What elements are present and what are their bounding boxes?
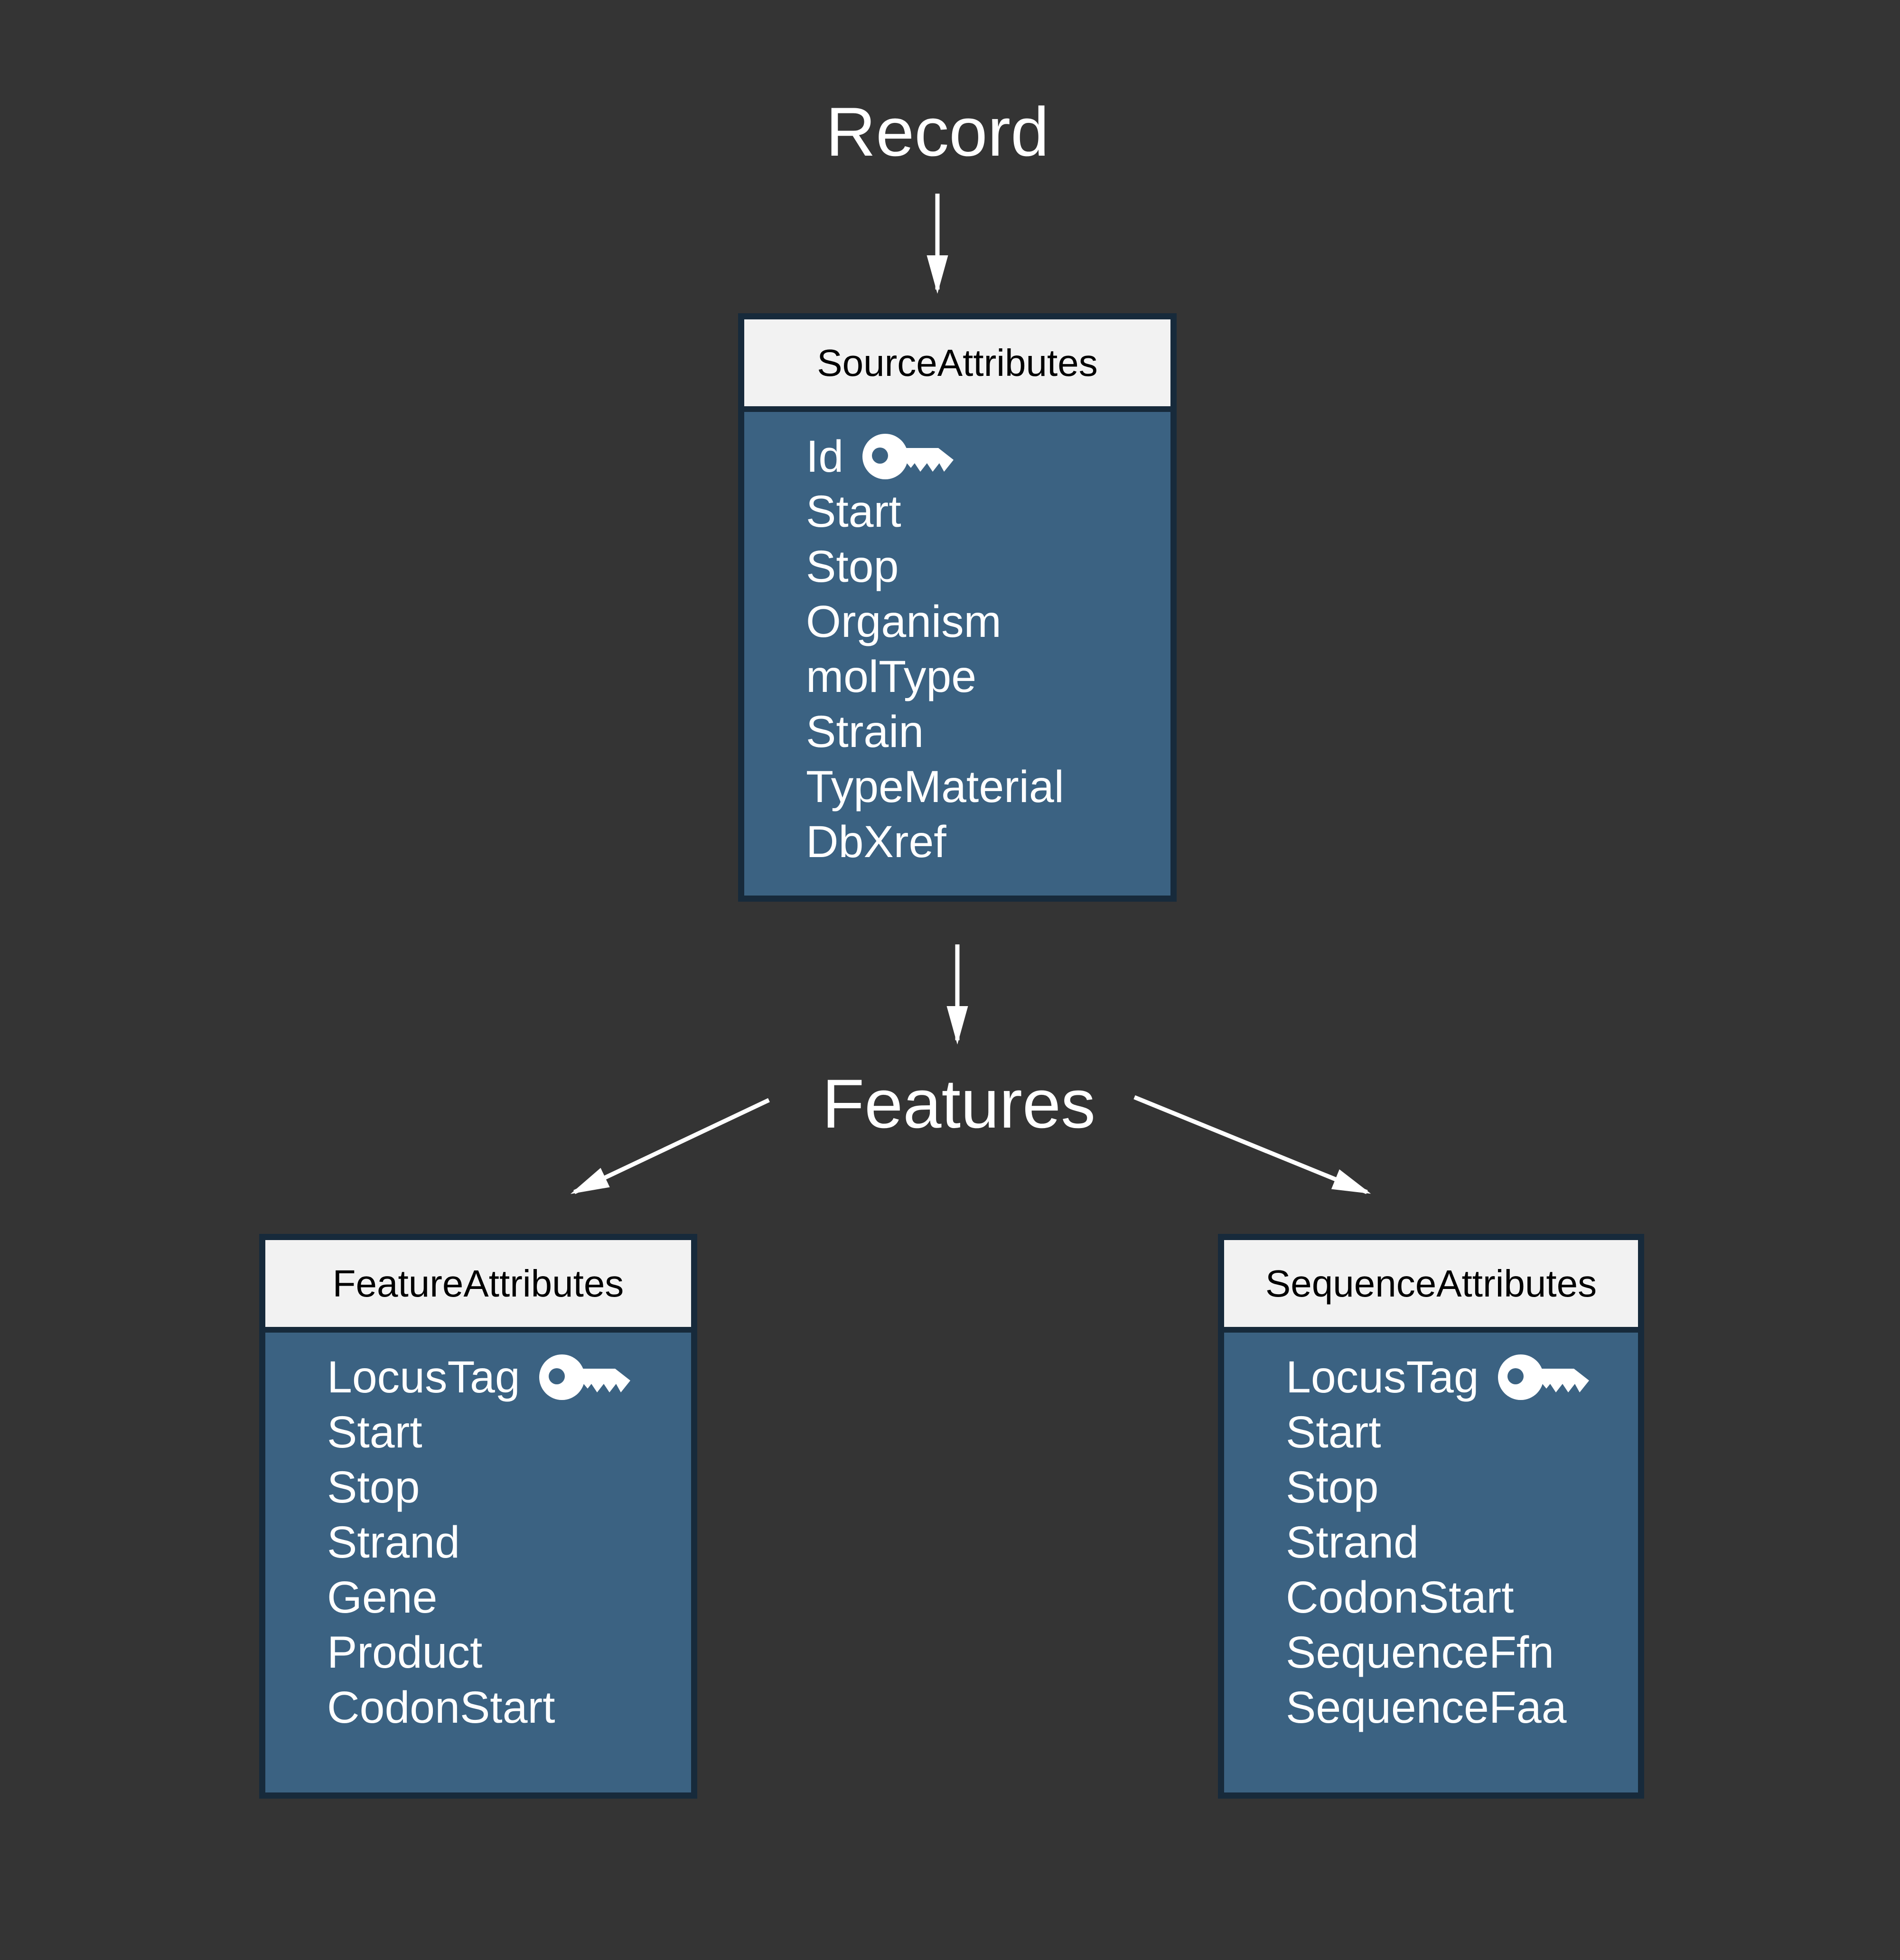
key-icon	[1498, 1354, 1589, 1400]
field-label: Gene	[327, 1572, 438, 1623]
field-label: SequenceFaa	[1286, 1682, 1567, 1733]
table-body: LocusTag Start Stop Strand Gene Product …	[265, 1333, 691, 1792]
table-body: LocusTag Start Stop Strand CodonStart Se…	[1224, 1333, 1638, 1792]
field-row: DbXref	[806, 814, 1156, 869]
field-row: Start	[806, 484, 1156, 539]
field-label: LocusTag	[1286, 1352, 1479, 1402]
field-row: SequenceFfn	[1286, 1625, 1624, 1680]
field-label: CodonStart	[327, 1682, 555, 1733]
field-row: CodonStart	[327, 1680, 677, 1735]
field-label: SequenceFfn	[1286, 1627, 1554, 1678]
field-row: Id	[806, 429, 1156, 484]
key-icon	[862, 434, 954, 479]
table-header: SequenceAttributes	[1224, 1240, 1638, 1327]
field-label: Stop	[327, 1462, 420, 1512]
source-attributes-table: SourceAttributes Id Start Stop Organism …	[738, 313, 1177, 902]
field-label: Strand	[1286, 1517, 1419, 1568]
field-label: LocusTag	[327, 1352, 520, 1402]
field-label: Start	[806, 486, 901, 537]
table-header: SourceAttributes	[744, 319, 1170, 406]
record-label: Record	[825, 93, 1049, 170]
table-header: FeatureAttributes	[265, 1240, 691, 1327]
field-row: Product	[327, 1625, 677, 1680]
field-row: Organism	[806, 594, 1156, 649]
field-row: TypeMaterial	[806, 759, 1156, 814]
sequence-attributes-table: SequenceAttributes LocusTag Start Stop S…	[1218, 1234, 1644, 1799]
field-label: CodonStart	[1286, 1572, 1514, 1623]
field-row: Stop	[327, 1460, 677, 1515]
field-row: LocusTag	[1286, 1350, 1624, 1405]
field-row: CodonStart	[1286, 1570, 1624, 1625]
field-row: Stop	[1286, 1460, 1624, 1515]
field-row: Gene	[327, 1570, 677, 1625]
arrow-features-to-sequence-table	[1133, 1095, 1371, 1195]
field-label: Product	[327, 1627, 483, 1678]
field-row: Start	[327, 1405, 677, 1460]
key-icon	[539, 1354, 630, 1400]
field-label: Stop	[806, 541, 899, 592]
field-row: Stop	[806, 539, 1156, 594]
field-row: molType	[806, 649, 1156, 704]
field-label: Stop	[1286, 1462, 1379, 1512]
field-label: DbXref	[806, 816, 946, 867]
field-row: LocusTag	[327, 1350, 677, 1405]
field-row: Start	[1286, 1405, 1624, 1460]
field-label: Start	[327, 1407, 422, 1457]
field-row: Strand	[327, 1515, 677, 1570]
field-label: molType	[806, 651, 977, 702]
field-label: Strain	[806, 706, 924, 757]
features-label: Features	[822, 1065, 1096, 1142]
arrow-features-to-feature-table	[570, 1098, 770, 1195]
feature-attributes-table: FeatureAttributes LocusTag Start Stop St…	[259, 1234, 697, 1799]
field-label: TypeMaterial	[806, 761, 1064, 812]
field-label: Start	[1286, 1407, 1381, 1457]
field-row: SequenceFaa	[1286, 1680, 1624, 1735]
field-row: Strain	[806, 704, 1156, 759]
table-body: Id Start Stop Organism molType Strain Ty…	[744, 412, 1170, 896]
field-label: Id	[806, 431, 844, 482]
field-label: Strand	[327, 1517, 460, 1568]
field-label: Organism	[806, 596, 1001, 647]
field-row: Strand	[1286, 1515, 1624, 1570]
